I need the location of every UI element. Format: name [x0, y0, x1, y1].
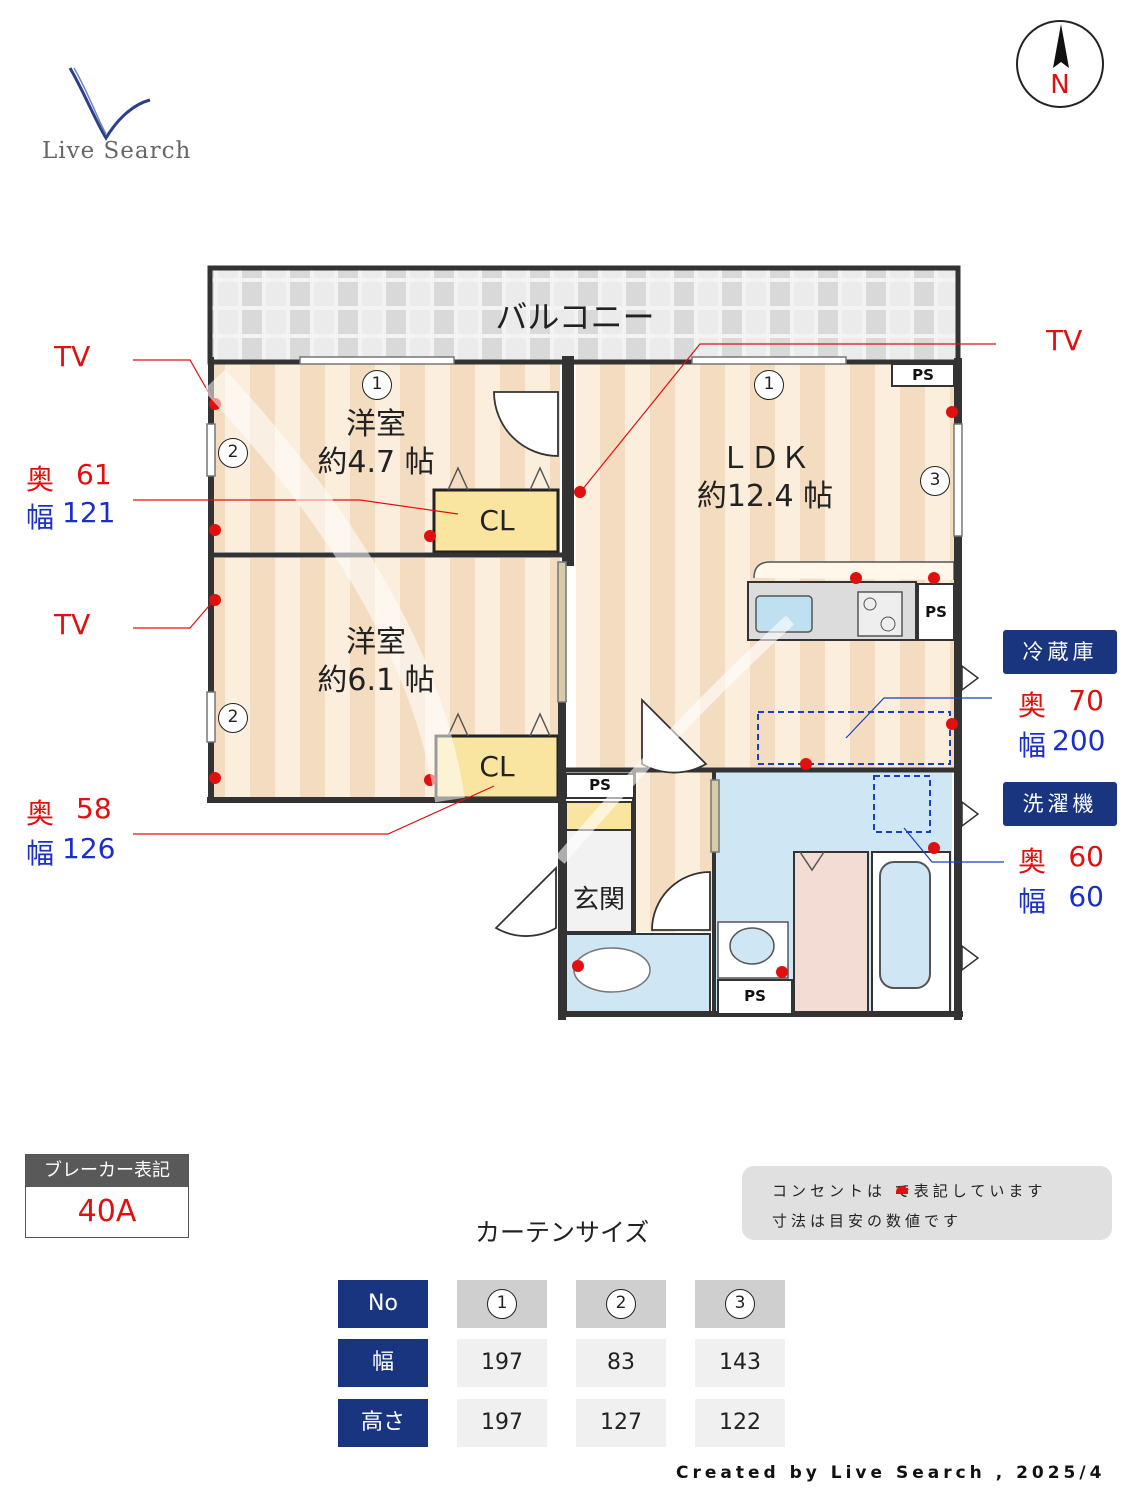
balcony-label: バルコニー [495, 298, 655, 336]
live-search-logo-icon [68, 67, 151, 141]
fridge-space [757, 711, 951, 765]
window-number-1-ldk: 1 [754, 370, 784, 400]
fridge-width-label: 幅 [1018, 729, 1047, 762]
closet-2-label: CL [479, 750, 515, 783]
washer-width-label: 幅 [1018, 885, 1047, 918]
curtain-row-width-label: 幅 [338, 1339, 428, 1387]
curtain-width-3: 143 [695, 1339, 785, 1387]
curtain-height-3: 122 [695, 1399, 785, 1447]
tv-callout-2: TV [1046, 324, 1083, 357]
closet-1-label: CL [479, 504, 515, 537]
western-room-2-size: 約6.1 帖 [317, 663, 435, 698]
curtain-row-height-label: 高さ [338, 1399, 428, 1447]
compass-needle-icon [1053, 24, 1069, 68]
closet-1 [432, 488, 560, 554]
note-line-1: コンセントは で表記しています [772, 1182, 1047, 1200]
footer-credit: Created by Live Search , 2025/4 [676, 1463, 1106, 1483]
fridge-depth-label: 奥 [1018, 689, 1047, 722]
bathtub [879, 861, 931, 989]
washer-width-value: 60 [1068, 880, 1104, 913]
window-number-2-room1: 2 [218, 438, 248, 468]
closet-2-depth-label: 奥 [26, 797, 55, 830]
ps-label-4: PS [744, 987, 766, 1005]
washer-depth-label: 奥 [1018, 845, 1047, 878]
closet-1-width-label: 幅 [26, 501, 55, 534]
compass-north-label: N [1050, 70, 1070, 100]
windows [206, 356, 963, 853]
western-room-1-size: 約4.7 帖 [317, 445, 435, 480]
closet-2-width-label: 幅 [26, 837, 55, 870]
western-room-1-name: 洋室 [346, 407, 406, 442]
closet-1-depth-value: 61 [76, 458, 112, 491]
logo-text: Live Search [42, 138, 192, 164]
ldk-name: ＬＤＫ [720, 441, 810, 476]
curtain-header-3-number: 3 [725, 1289, 755, 1319]
window-number-3-ldk: 3 [920, 466, 950, 496]
washer-space [873, 775, 931, 833]
curtain-height-1: 197 [457, 1399, 547, 1447]
note-box: コンセントは で表記しています 寸法は目安の数値です [742, 1166, 1112, 1240]
ps-label-1: PS [912, 366, 934, 384]
breaker-value: 40A [77, 1194, 137, 1229]
stove [857, 591, 903, 637]
curtain-size-title: カーテンサイズ [475, 1218, 650, 1247]
curtain-width-1: 197 [457, 1339, 547, 1387]
curtain-header-2-number: 2 [606, 1289, 636, 1319]
floor-plan [133, 265, 1004, 1020]
balcony-area [212, 270, 956, 360]
western-room-2-name: 洋室 [346, 625, 406, 660]
curtain-header-3: 3 [695, 1280, 785, 1328]
window-number-2-room2: 2 [218, 703, 248, 733]
ldk-size: 約12.4 帖 [696, 479, 834, 514]
fridge-depth-value: 70 [1068, 684, 1104, 717]
note-line-2: 寸法は目安の数値です [772, 1212, 963, 1230]
curtain-height-2: 127 [576, 1399, 666, 1447]
closet-2-width-value: 126 [62, 832, 116, 865]
curtain-header-1: 1 [457, 1280, 547, 1328]
fridge-width-value: 200 [1052, 724, 1106, 757]
curtain-header-no: No [338, 1280, 428, 1328]
compass: N [1016, 20, 1104, 108]
closet-2-depth-value: 58 [76, 792, 112, 825]
curtain-header-1-number: 1 [487, 1289, 517, 1319]
window-number-1-west: 1 [362, 370, 392, 400]
fridge-tag: 冷蔵庫 [1003, 630, 1117, 674]
washer-tag: 洗濯機 [1003, 782, 1117, 826]
closet-1-width-value: 121 [62, 496, 116, 529]
toilet-room [793, 851, 869, 1013]
breaker-box: ブレーカー表記 40A [25, 1154, 189, 1238]
outlet-legend-icon [896, 1186, 908, 1194]
curtain-header-2: 2 [576, 1280, 666, 1328]
tv-callout-3: TV [54, 608, 91, 641]
closet-1-depth-label: 奥 [26, 463, 55, 496]
washer-depth-value: 60 [1068, 840, 1104, 873]
entrance-label: 玄関 [572, 885, 625, 915]
tv-callout-1: TV [54, 340, 91, 373]
ps-label-2: PS [925, 603, 947, 621]
curtain-width-2: 83 [576, 1339, 666, 1387]
ps-label-3: PS [589, 776, 611, 794]
breaker-title: ブレーカー表記 [26, 1155, 188, 1187]
